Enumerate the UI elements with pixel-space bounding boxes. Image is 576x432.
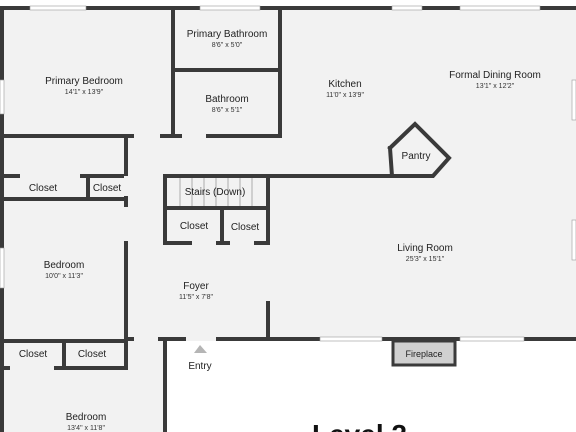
room-name-primary-bedroom: Primary Bedroom [45,76,123,87]
fireplace-icon [391,339,457,367]
closet-label: Closet [231,222,260,233]
room-name-bedroom-3: Bedroom [66,412,107,423]
stair-treads [179,178,253,206]
room-dims-formal-dining-room: 13'1" x 12'2" [476,83,515,90]
room-name-living-room: Living Room [397,243,453,254]
closet-label: Closet [29,183,58,194]
entry-label: Entry [188,361,211,372]
closet-label: Closet [93,183,122,194]
window-openings [0,5,576,342]
room-name-stairs: Stairs (Down) [185,187,246,198]
floor-fill [0,8,576,432]
room-dims-bedroom-2: 10'0" x 11'3" [45,273,83,280]
room-name-primary-bathroom: Primary Bathroom [187,29,268,40]
fireplace-label: Fireplace [405,349,442,359]
room-dims-kitchen: 11'0" x 13'9" [326,92,364,99]
closet-label: Closet [180,221,209,232]
room-dims-primary-bedroom: 14'1" x 13'9" [65,89,104,96]
entry-arrow-icon [194,345,207,353]
room-dims-bedroom-3: 13'4" x 11'8" [67,425,105,432]
room-dims-primary-bathroom: 8'6" x 5'0" [212,42,243,49]
room-name-kitchen: Kitchen [328,79,361,90]
closet-label: Closet [19,349,48,360]
room-name-formal-dining-room: Formal Dining Room [449,70,541,81]
room-name-bedroom-2: Bedroom [44,260,85,271]
level-title: Level 2 [312,419,407,432]
room-dims-foyer: 11'5" x 7'8" [179,294,213,301]
room-name-foyer: Foyer [183,281,209,292]
room-dims-living-room: 25'3" x 15'1" [406,256,445,263]
room-name-bathroom: Bathroom [205,94,248,105]
room-dims-bathroom: 8'6" x 5'1" [212,107,243,114]
closet-label: Closet [78,349,107,360]
room-name-pantry: Pantry [402,151,431,162]
door-openings [10,134,254,370]
